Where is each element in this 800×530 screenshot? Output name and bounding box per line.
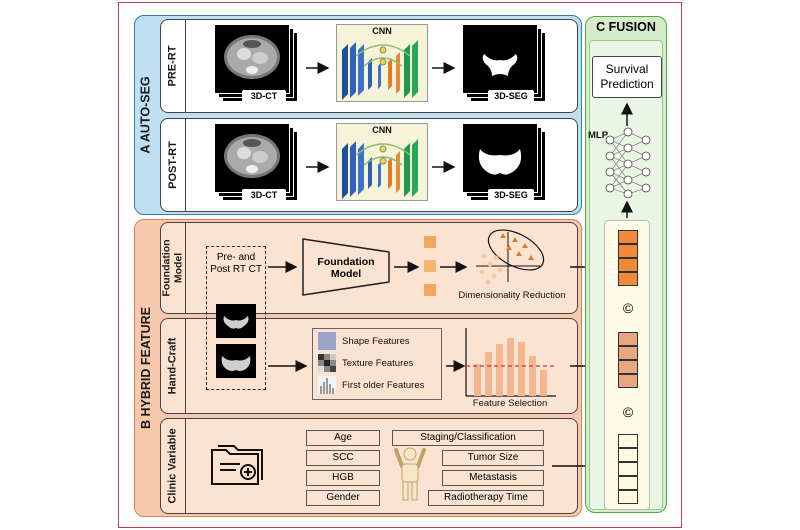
- post-rt-mask-icon: [216, 344, 256, 378]
- survival-prediction-label: Survival Prediction: [600, 62, 654, 91]
- foundation-model-block: [302, 238, 390, 296]
- shape-features-icon: [318, 332, 336, 350]
- cnn-label: CNN: [372, 125, 392, 135]
- concat-icon: ©: [622, 300, 634, 316]
- mlp-network-icon: [605, 127, 651, 198]
- cnn-layers-icon: [342, 40, 418, 100]
- feature-selection-chart: [465, 328, 556, 397]
- cnn-layers-icon: [342, 139, 418, 199]
- ct-input-box: [206, 246, 266, 390]
- concat-icon: ©: [622, 404, 634, 420]
- segmentation-mask-icon: [482, 54, 518, 76]
- pre-rt-mask-icon: [216, 304, 256, 338]
- clinic-var-gender: Gender: [306, 490, 380, 506]
- ct-scan-icon: [224, 35, 280, 79]
- dimensionality-reduction-plot: [476, 229, 545, 285]
- clinic-var-tumor-size: Tumor Size: [442, 450, 544, 466]
- patient-folder-icon: [211, 445, 263, 485]
- hand-craft-label: Hand-Craft: [160, 318, 186, 414]
- shape-features-label: Shape Features: [342, 336, 410, 347]
- clinic-var-metastasis: Metastasis: [442, 470, 544, 486]
- clinic-var-age: Age: [306, 430, 380, 446]
- clinic-var-staging: Staging/Classification: [392, 430, 544, 446]
- dimensionality-reduction-label: Dimensionality Reduction: [458, 290, 566, 301]
- fusion-label: C FUSION: [596, 20, 656, 34]
- feature-selection-label: Feature Selection: [472, 398, 548, 409]
- foundation-model-text: Foundation Model: [317, 256, 375, 280]
- texture-features-icon: [318, 354, 336, 372]
- ct-tag: 3D-CT: [242, 189, 286, 201]
- ct-scan-icon: [224, 134, 280, 178]
- ct-input-label: Pre- and Post RT CT: [210, 252, 262, 275]
- cnn-label: CNN: [372, 26, 392, 36]
- seg-tag: 3D-SEG: [488, 189, 534, 201]
- clinic-var-hgb: HGB: [306, 470, 380, 486]
- clinic-var-radiotherapy-time: Radiotherapy Time: [428, 490, 544, 506]
- segmentation-mask-icon: [478, 149, 522, 175]
- first-order-features-icon: [318, 376, 336, 394]
- clinic-variable-label: Clinic Variable: [160, 418, 186, 514]
- ct-tag: 3D-CT: [242, 90, 286, 102]
- pre-rt-label: PRE-RT: [160, 19, 186, 113]
- seg-tag: 3D-SEG: [488, 90, 534, 102]
- clinic-var-scc: SCC: [306, 450, 380, 466]
- foundation-model-label: Foundation Model: [160, 222, 186, 314]
- survival-prediction-box: Survival Prediction: [592, 56, 662, 98]
- post-rt-label: POST-RT: [160, 118, 186, 212]
- mlp-label: MLP: [588, 130, 609, 141]
- figure-frame: [118, 2, 682, 528]
- texture-features-label: Texture Features: [342, 358, 414, 369]
- first-order-features-label: First older Features: [342, 380, 425, 391]
- patient-figure-icon: [394, 447, 426, 501]
